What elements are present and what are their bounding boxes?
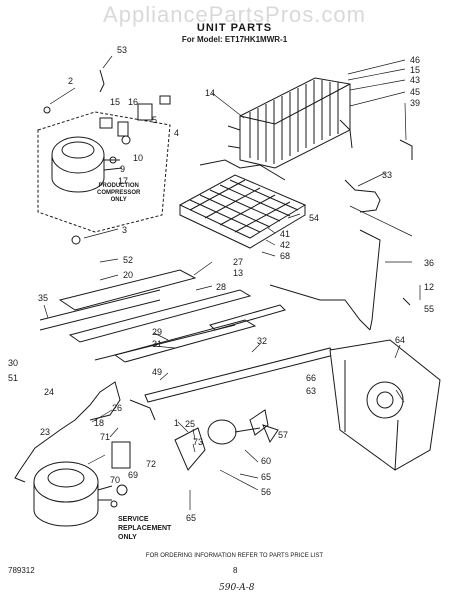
callout-2: 2: [68, 76, 74, 86]
callout-23: 23: [40, 427, 51, 437]
callout-33: 33: [382, 170, 393, 180]
tubing: [269, 119, 413, 331]
callout-1: 1: [174, 418, 180, 428]
production-compressor-note: PRODUCTION COMPRESSOR ONLY: [97, 183, 141, 203]
callout-27: 27: [233, 257, 244, 267]
callout-71: 71: [100, 432, 111, 442]
fan-motor: [174, 409, 279, 471]
callout-14: 14: [205, 88, 216, 98]
production-compressor-box: [37, 111, 171, 233]
ordering-instruction: FOR ORDERING INFORMATION REFER TO PARTS …: [145, 553, 324, 559]
condenser-coil: [227, 77, 351, 169]
callout-18: 18: [94, 418, 105, 428]
callout-31: 31: [152, 339, 163, 349]
callout-69: 69: [128, 470, 139, 480]
production-compressor: [51, 136, 123, 193]
callout-41: 41: [280, 229, 291, 239]
callout-16: 16: [128, 97, 139, 107]
callout-55: 55: [424, 304, 435, 314]
callout-29: 29: [152, 327, 163, 337]
callout-53: 53: [117, 45, 128, 55]
callout-28: 28: [216, 282, 227, 292]
evaporator-coil: [178, 159, 307, 249]
document-number: 789312: [8, 566, 35, 575]
callout-63: 63: [306, 386, 317, 396]
callout-66: 66: [306, 373, 317, 383]
page-title: UNIT PARTS: [196, 22, 273, 34]
callout-17: 17: [118, 176, 129, 186]
callout-56: 56: [261, 487, 272, 497]
callout-46: 46: [410, 55, 421, 65]
callout-15b: 15: [410, 65, 421, 75]
callout-54: 54: [309, 213, 320, 223]
service-replacement-note: SERVICE REPLACEMENT ONLY: [118, 516, 172, 541]
callout-20: 20: [123, 270, 134, 280]
callout-42: 42: [280, 240, 291, 250]
handwritten-note: 590-A-8: [219, 583, 255, 593]
callout-5: 5: [152, 115, 158, 125]
callout-60: 60: [261, 456, 272, 466]
callout-73: 73: [193, 437, 204, 447]
base-frame: [39, 269, 335, 403]
condenser-fan-shroud: [329, 339, 441, 471]
callout-64: 64: [395, 335, 406, 345]
callout-3: 3: [122, 225, 128, 235]
callout-57: 57: [278, 430, 289, 440]
leader-lines: [43, 55, 421, 510]
callout-36: 36: [424, 258, 435, 268]
callout-24: 24: [44, 387, 55, 397]
service-compressor: [33, 441, 131, 527]
power-cord: [14, 381, 156, 483]
callout-43: 43: [410, 75, 421, 85]
callout-52: 52: [123, 255, 134, 265]
callout-45: 45: [410, 87, 421, 97]
callout-25: 25: [185, 419, 196, 429]
callout-15: 15: [110, 97, 121, 107]
callout-26: 26: [112, 403, 123, 413]
model-line: For Model: ET17HK1MWR-1: [181, 35, 288, 44]
callout-35: 35: [38, 293, 49, 303]
callout-32: 32: [257, 336, 268, 346]
callout-13: 13: [233, 268, 244, 278]
callout-49: 49: [152, 367, 163, 377]
callout-65b: 65: [186, 513, 197, 523]
callout-70: 70: [110, 475, 121, 485]
watermark: AppliancePartsPros.com: [103, 2, 366, 27]
callout-68: 68: [280, 251, 291, 261]
relay-overload-parts: [43, 69, 171, 245]
callout-12: 12: [424, 282, 435, 292]
page-number: 8: [233, 566, 238, 575]
callout-30: 30: [8, 358, 19, 368]
callout-65: 65: [261, 472, 272, 482]
callout-39: 39: [410, 98, 421, 108]
callout-51: 51: [8, 373, 19, 383]
callout-9: 9: [120, 164, 126, 174]
callout-4: 4: [174, 128, 180, 138]
callout-10: 10: [133, 153, 144, 163]
callout-72: 72: [146, 459, 157, 469]
